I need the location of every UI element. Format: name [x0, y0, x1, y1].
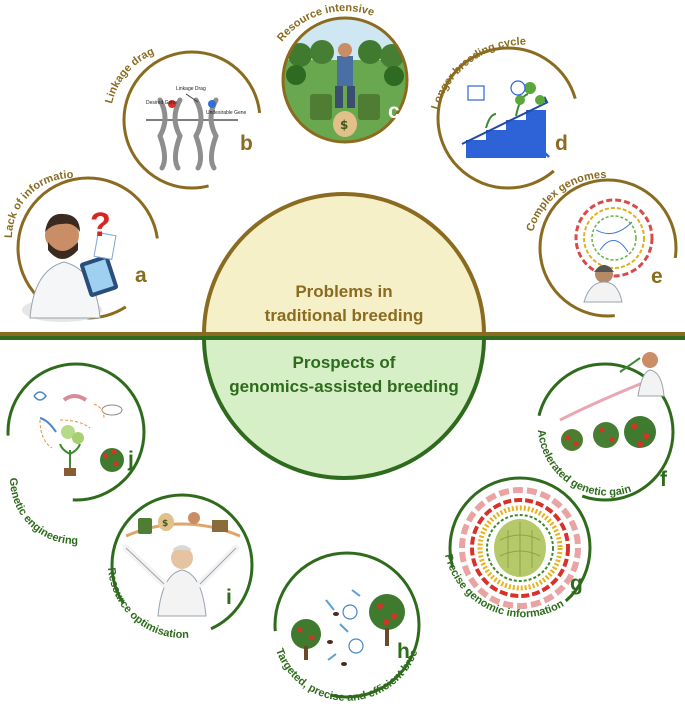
panel-i-letter: i	[226, 586, 232, 609]
genome-circos-illustration	[459, 487, 581, 609]
panel-e: Complex genomes e	[524, 169, 678, 318]
panel-d-ring	[436, 46, 580, 190]
panel-h-letter: h	[397, 640, 410, 663]
panel-h-ring	[273, 551, 421, 699]
panel-g-ring	[448, 476, 592, 620]
panel-g-letter: g	[570, 572, 583, 595]
problems-title-line2: traditional breeding	[265, 306, 424, 325]
gene-transfer-illustration	[33, 391, 124, 476]
prospects-title-line2: genomics-assisted breeding	[229, 377, 459, 396]
svg-text:Genetic engineering: Genetic engineering	[7, 477, 78, 547]
panel-c-ring	[281, 16, 409, 144]
panel-b: Linkage Drag Desired Gene Undesirable Ge…	[103, 46, 262, 190]
svg-text:Lack of information: Lack of information	[0, 0, 74, 238]
money-bag-icon: $	[340, 118, 348, 132]
panel-a-letter: a	[135, 264, 147, 287]
prospects-title-line1: Prospects of	[293, 353, 396, 372]
dollar-icon: $	[162, 519, 168, 529]
magnifier-icon	[529, 137, 547, 155]
panel-a: ? Lack of information a	[0, 0, 160, 322]
svg-text:Complex genomes: Complex genomes	[524, 169, 606, 233]
panel-e-letter: e	[651, 265, 663, 288]
chromosome-illustration	[146, 93, 238, 171]
panel-j-label: Genetic engineering	[7, 477, 78, 547]
prospects-circle	[201, 336, 487, 480]
panel-e-ring	[538, 178, 678, 318]
panel-i-ring	[110, 493, 254, 637]
scientist-plants-illustration	[559, 352, 665, 451]
panel-b-letter: b	[240, 132, 253, 155]
panel-j: Genetic engineering j	[6, 362, 146, 547]
panel-e-label: Complex genomes	[524, 169, 606, 233]
question-mark-icon: ?	[90, 206, 111, 244]
breeding-scheme-illustration	[291, 589, 405, 666]
panel-d: Longer breeding cycle d	[429, 36, 580, 190]
problems-circle	[201, 192, 487, 336]
panel-a-label: Lack of information	[0, 0, 74, 238]
panel-j-ring	[6, 362, 146, 502]
linkage-inset-left: Desired Gene	[146, 100, 177, 106]
panel-c: $ Resource intensive c	[275, 2, 409, 144]
panel-f-ring	[535, 362, 675, 502]
linkage-inset-right: Undesirable Gene	[206, 110, 247, 116]
circos-plot-illustration	[574, 198, 654, 303]
panel-j-letter: j	[127, 448, 134, 471]
panel-f-letter: f	[660, 468, 668, 491]
problems-title-line1: Problems in	[295, 282, 392, 301]
panel-g: Precise genomic information g	[442, 476, 592, 620]
panel-c-letter: c	[388, 100, 400, 123]
panel-d-letter: d	[555, 132, 568, 155]
staircase-illustration	[461, 80, 549, 158]
scientist-tablet-illustration	[22, 213, 119, 322]
scientist-resources-illustration	[122, 512, 241, 617]
panel-i: $ Resource optimisation i	[105, 493, 254, 641]
linkage-inset-title: Linkage Drag	[176, 86, 206, 92]
panel-f: Accelerated genetic gain f	[535, 352, 675, 502]
